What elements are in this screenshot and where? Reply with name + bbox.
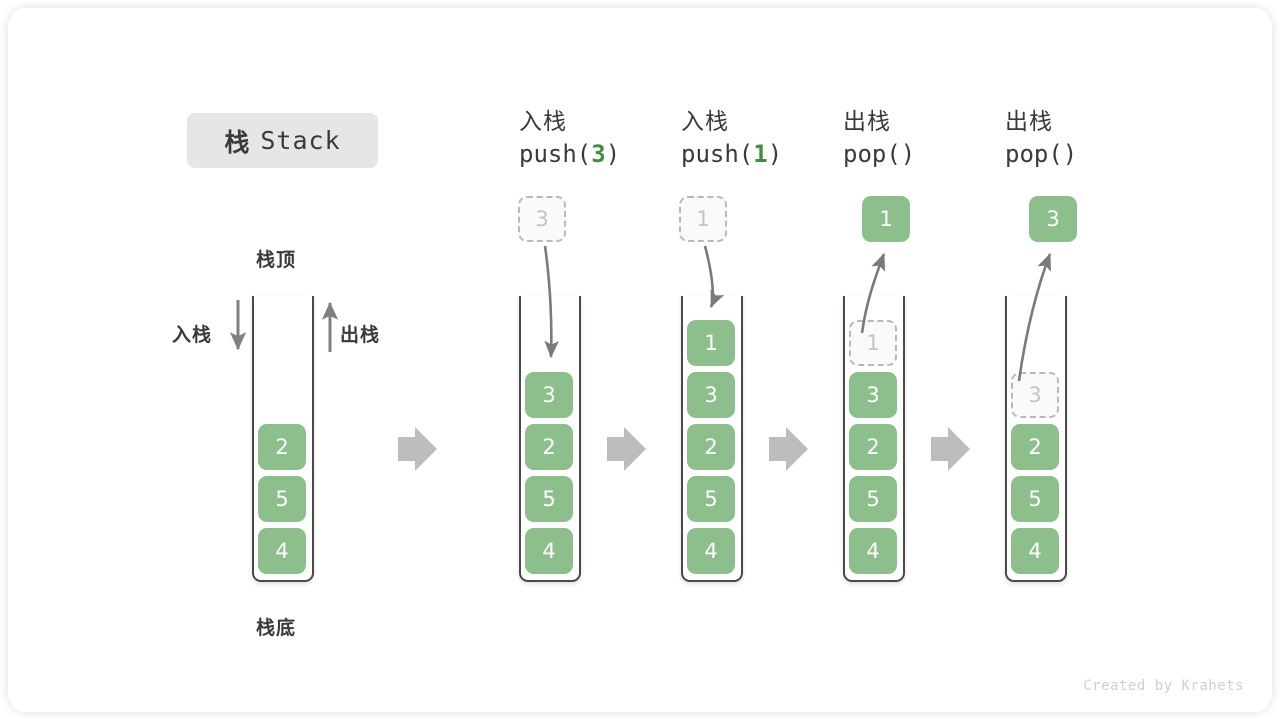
credit-label: Created by Krahets bbox=[1083, 678, 1244, 694]
stack-cell: 5 bbox=[687, 476, 735, 522]
stack-cell: 5 bbox=[849, 476, 897, 522]
header-operation-label: 入栈 bbox=[681, 109, 729, 135]
pop-direction-label: 出栈 bbox=[340, 324, 381, 346]
header-code-label: push(1) bbox=[681, 137, 851, 171]
title-cn: 栈 bbox=[224, 127, 251, 157]
stack-cell-value: 2 bbox=[542, 435, 556, 459]
stack-cell: 4 bbox=[849, 528, 897, 574]
column-header-pop-3: 出栈 pop() bbox=[1005, 107, 1175, 171]
stack-cell-value: 3 bbox=[866, 383, 880, 407]
title-en: Stack bbox=[260, 126, 341, 155]
floating-box-value: 1 bbox=[879, 207, 893, 231]
stack-cell: 3 bbox=[525, 372, 573, 418]
stack-cell-value: 2 bbox=[704, 435, 718, 459]
stack-cell-value: 5 bbox=[1028, 487, 1042, 511]
floating-box-push-1: 1 bbox=[679, 196, 727, 242]
stack-cell-value: 2 bbox=[866, 435, 880, 459]
stack-cell-value: 1 bbox=[704, 331, 718, 355]
stack-cell: 4 bbox=[525, 528, 573, 574]
stack-cell: 4 bbox=[258, 528, 306, 574]
header-operation-label: 出栈 bbox=[843, 109, 891, 135]
stack-cell-removed: 3 bbox=[1011, 372, 1059, 418]
stack-cell: 5 bbox=[525, 476, 573, 522]
stack-cell: 3 bbox=[687, 372, 735, 418]
column-header-pop-1: 出栈 pop() bbox=[843, 107, 1013, 171]
floating-box-pop-1: 1 bbox=[862, 196, 910, 242]
code-suffix: ) bbox=[1062, 140, 1078, 168]
stack-cell-removed: 1 bbox=[849, 320, 897, 366]
stack-cell: 4 bbox=[687, 528, 735, 574]
stack-cell-value: 3 bbox=[1028, 383, 1042, 407]
floating-box-push-3: 3 bbox=[518, 196, 566, 242]
stack-cell-value: 3 bbox=[542, 383, 556, 407]
column-header-push-1: 入栈 push(1) bbox=[681, 107, 851, 171]
stack-cell: 2 bbox=[687, 424, 735, 470]
header-operation-label: 出栈 bbox=[1005, 109, 1053, 135]
stack-cell-value: 4 bbox=[866, 539, 880, 563]
stack-cell: 1 bbox=[687, 320, 735, 366]
stack-cell: 2 bbox=[849, 424, 897, 470]
code-arg: 3 bbox=[591, 140, 606, 168]
stack-cell-value: 5 bbox=[275, 487, 289, 511]
stack-cell-value: 4 bbox=[542, 539, 556, 563]
stack-top-label: 栈顶 bbox=[256, 249, 297, 271]
floating-box-pop-3: 3 bbox=[1029, 196, 1077, 242]
stack-cell: 2 bbox=[525, 424, 573, 470]
stack-bottom-label: 栈底 bbox=[256, 617, 297, 639]
floating-box-value: 3 bbox=[1046, 207, 1060, 231]
stack-cell-value: 3 bbox=[704, 383, 718, 407]
stack-cell-value: 2 bbox=[1028, 435, 1042, 459]
stack-cell-value: 1 bbox=[866, 331, 880, 355]
header-operation-label: 入栈 bbox=[519, 109, 567, 135]
header-code-label: pop() bbox=[843, 137, 1013, 171]
stack-cell: 2 bbox=[258, 424, 306, 470]
stack-cell-value: 2 bbox=[275, 435, 289, 459]
column-header-push-3: 入栈 push(3) bbox=[519, 107, 689, 171]
code-prefix: pop( bbox=[843, 140, 901, 168]
title-badge: 栈 Stack bbox=[187, 113, 378, 168]
floating-box-value: 1 bbox=[696, 207, 710, 231]
push-direction-label: 入栈 bbox=[172, 324, 213, 346]
code-prefix: push( bbox=[681, 140, 754, 168]
code-prefix: pop( bbox=[1005, 140, 1063, 168]
stack-cell-value: 5 bbox=[542, 487, 556, 511]
code-suffix: ) bbox=[605, 140, 621, 168]
stack-cell: 3 bbox=[849, 372, 897, 418]
code-arg: 1 bbox=[753, 140, 768, 168]
stack-cell-value: 5 bbox=[704, 487, 718, 511]
stack-cell: 5 bbox=[1011, 476, 1059, 522]
stack-cell-value: 4 bbox=[704, 539, 718, 563]
stack-cell-value: 4 bbox=[275, 539, 289, 563]
stack-cell: 5 bbox=[258, 476, 306, 522]
stack-cell-value: 4 bbox=[1028, 539, 1042, 563]
code-suffix: ) bbox=[900, 140, 916, 168]
header-code-label: push(3) bbox=[519, 137, 689, 171]
stack-cell: 2 bbox=[1011, 424, 1059, 470]
code-prefix: push( bbox=[519, 140, 592, 168]
stack-cell: 4 bbox=[1011, 528, 1059, 574]
stack-cell-value: 5 bbox=[866, 487, 880, 511]
header-code-label: pop() bbox=[1005, 137, 1175, 171]
floating-box-value: 3 bbox=[535, 207, 549, 231]
code-suffix: ) bbox=[767, 140, 783, 168]
